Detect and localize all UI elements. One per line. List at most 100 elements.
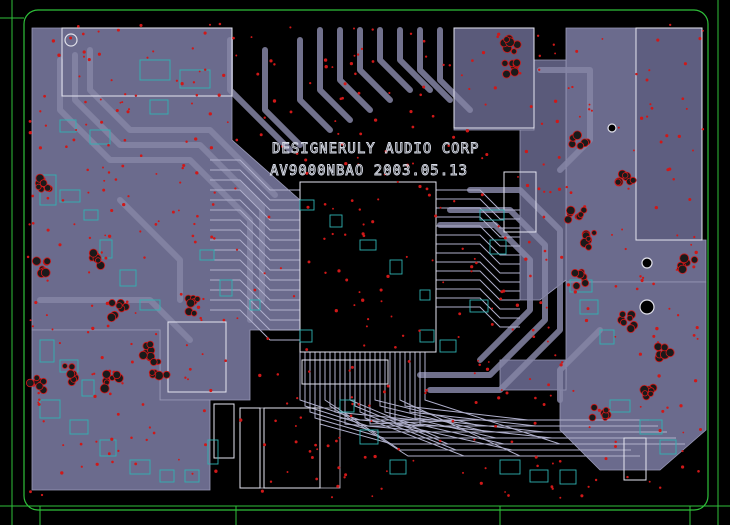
via-251 — [481, 50, 486, 55]
via-cluster-21 — [568, 130, 591, 150]
pad-5 — [139, 299, 161, 311]
pad-6 — [39, 339, 55, 363]
via-178 — [190, 102, 194, 105]
pad-45 — [439, 339, 457, 353]
via-25 — [681, 465, 685, 469]
via-393 — [478, 363, 481, 367]
via-45 — [100, 251, 103, 254]
via-210 — [267, 215, 271, 219]
via-74 — [84, 100, 87, 104]
via-402 — [654, 205, 658, 210]
via-386 — [554, 52, 557, 55]
via-237 — [37, 401, 40, 404]
via-319 — [117, 449, 120, 452]
via-424 — [309, 81, 312, 85]
pad-13 — [159, 469, 175, 483]
via-338 — [100, 120, 104, 124]
via-126 — [337, 269, 341, 273]
via-130 — [338, 436, 341, 439]
via-268 — [337, 132, 340, 135]
via-cluster-dot — [40, 267, 51, 278]
via-175 — [559, 496, 562, 499]
via-cluster-9 — [676, 253, 699, 274]
via-300 — [639, 405, 642, 408]
via-cluster-dot — [186, 298, 196, 308]
via-444 — [422, 39, 426, 43]
via-15 — [624, 247, 627, 251]
via-cluster-dot — [115, 302, 123, 310]
via-337 — [62, 444, 65, 447]
via-452 — [698, 37, 702, 41]
via-53 — [639, 275, 642, 278]
via-98 — [536, 464, 539, 468]
pad-32 — [559, 469, 577, 485]
via-151 — [294, 425, 297, 427]
pad-26 — [599, 329, 615, 345]
via-51 — [232, 36, 235, 40]
via-54 — [107, 452, 111, 456]
via-412 — [571, 85, 574, 89]
via-349 — [193, 240, 197, 244]
via-507 — [222, 73, 226, 78]
via-462 — [57, 53, 61, 57]
via-141 — [181, 166, 184, 170]
via-447 — [650, 106, 654, 110]
via-517 — [692, 265, 696, 269]
via-362 — [102, 166, 104, 169]
signal-l-11 — [210, 269, 300, 301]
via-0 — [358, 291, 361, 294]
via-cluster-dot — [629, 176, 637, 184]
via-255 — [263, 116, 266, 119]
via-481 — [296, 397, 299, 400]
via-cluster-dot — [580, 206, 588, 214]
via-cluster-dot — [647, 390, 654, 397]
via-cluster-dot — [576, 142, 585, 150]
via-347 — [37, 391, 40, 395]
via-4 — [471, 59, 474, 62]
via-61 — [401, 334, 405, 338]
via-cluster-15 — [588, 403, 612, 422]
via-436 — [497, 396, 501, 400]
via-10 — [481, 157, 484, 160]
via-361 — [100, 356, 104, 360]
via-39 — [588, 426, 591, 429]
via-62 — [534, 396, 537, 400]
via-cluster-dot — [31, 256, 42, 266]
trace-0 — [57, 57, 253, 323]
via-55 — [363, 455, 367, 459]
via-371 — [377, 198, 380, 201]
via-478 — [58, 243, 62, 247]
via-198 — [567, 87, 570, 90]
via-cluster-18 — [26, 374, 48, 394]
via-366 — [202, 297, 205, 301]
via-layer — [26, 22, 705, 499]
via-396 — [269, 480, 273, 483]
trace-7 — [337, 27, 373, 113]
via-259 — [470, 270, 473, 273]
via-66 — [484, 103, 487, 106]
via-169 — [239, 418, 243, 422]
via-43 — [119, 101, 122, 104]
via-36 — [473, 438, 476, 441]
via-414 — [580, 494, 584, 498]
via-345 — [550, 485, 554, 489]
via-143 — [306, 205, 310, 209]
via-cluster-dot — [106, 312, 117, 322]
via-230 — [93, 394, 97, 399]
via-368 — [130, 436, 133, 439]
via-cluster-20 — [88, 248, 106, 270]
via-13 — [549, 190, 552, 194]
via-123 — [124, 93, 127, 96]
via-365 — [545, 306, 548, 309]
power-inductor-outline — [263, 407, 321, 489]
signal-r-11 — [436, 288, 520, 310]
via-352 — [529, 105, 533, 109]
via-369 — [289, 26, 292, 29]
via-159 — [407, 359, 411, 363]
via-340 — [115, 108, 119, 113]
via-320 — [352, 27, 356, 30]
via-188 — [457, 335, 460, 339]
via-190 — [266, 337, 270, 340]
via-472 — [386, 384, 390, 388]
via-398 — [104, 234, 107, 237]
